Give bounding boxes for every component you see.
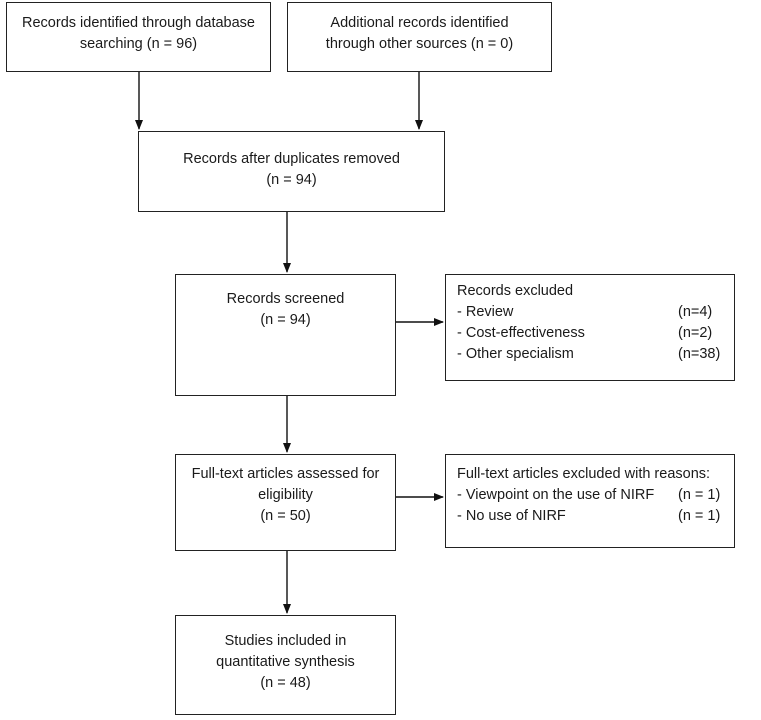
fulltext-excluded-item-count: (n = 1)	[678, 487, 721, 503]
fulltext-assessed-line1: Full-text articles assessed for	[191, 466, 380, 482]
records-screened-line2: (n = 94)	[260, 312, 311, 328]
excluded-item-count: (n=38)	[678, 346, 721, 362]
other-sources-line1: Additional records identified	[330, 15, 509, 31]
fulltext-assessed-box: Full-text articles assessed for eligibil…	[175, 454, 396, 551]
excluded-item-label: - Review	[457, 304, 514, 320]
records-excluded-header: Records excluded	[457, 283, 574, 299]
duplicates-removed-line2: (n = 94)	[266, 172, 317, 188]
excluded-item-count: (n=2)	[678, 325, 713, 341]
fulltext-excluded-header: Full-text articles excluded with reasons…	[457, 466, 711, 482]
excluded-item-cost-effectiveness: - Cost-effectiveness (n=2)	[457, 323, 724, 344]
excluded-item-label: - Cost-effectiveness	[457, 325, 585, 341]
records-screened-box: Records screened (n = 94)	[175, 274, 396, 396]
studies-included-line3: (n = 48)	[260, 675, 311, 691]
fulltext-assessed-line3: (n = 50)	[260, 508, 311, 524]
excluded-item-other-specialism: - Other specialism (n=38)	[457, 344, 724, 365]
fulltext-excluded-item-no-use: - No use of NIRF (n = 1)	[457, 506, 724, 527]
duplicates-removed-line1: Records after duplicates removed	[183, 151, 400, 167]
fulltext-excluded-item-viewpoint: - Viewpoint on the use of NIRF (n = 1)	[457, 485, 724, 506]
studies-included-box: Studies included in quantitative synthes…	[175, 615, 396, 715]
excluded-item-label: - Other specialism	[457, 346, 574, 362]
fulltext-excluded-item-count: (n = 1)	[678, 508, 721, 524]
fulltext-excluded-item-label: - Viewpoint on the use of NIRF	[457, 487, 655, 503]
studies-included-line2: quantitative synthesis	[216, 654, 355, 670]
database-records-box: Records identified through database sear…	[6, 2, 271, 72]
records-screened-line1: Records screened	[226, 291, 345, 307]
excluded-item-review: - Review (n=4)	[457, 302, 724, 323]
database-records-line2: searching (n = 96)	[79, 36, 198, 52]
duplicates-removed-box: Records after duplicates removed (n = 94…	[138, 131, 445, 212]
database-records-line1: Records identified through database	[22, 15, 255, 31]
fulltext-excluded-item-label: - No use of NIRF	[457, 508, 566, 524]
other-sources-line2: through other sources (n = 0)	[325, 36, 514, 52]
other-sources-box: Additional records identified through ot…	[287, 2, 552, 72]
excluded-item-count: (n=4)	[678, 304, 713, 320]
fulltext-excluded-box: Full-text articles excluded with reasons…	[445, 454, 735, 548]
studies-included-line1: Studies included in	[224, 633, 347, 649]
fulltext-assessed-line2: eligibility	[258, 487, 313, 503]
records-excluded-box: Records excluded - Review (n=4) - Cost-e…	[445, 274, 735, 381]
